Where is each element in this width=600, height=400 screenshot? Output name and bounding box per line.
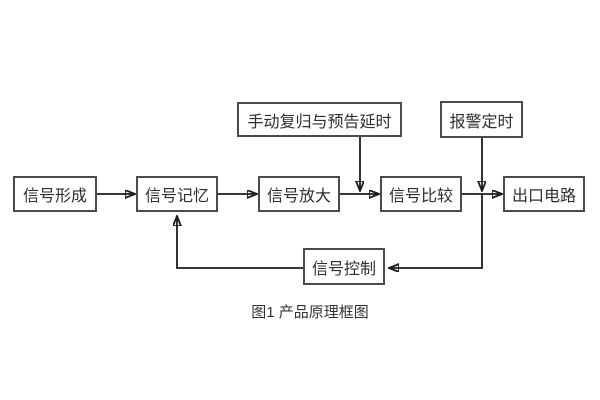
node-signal-control-label: 信号控制 bbox=[311, 260, 376, 278]
node-signal-formation-label: 信号形成 bbox=[22, 188, 87, 205]
node-output-circuit-label: 出口电路 bbox=[511, 188, 576, 205]
node-signal-comparison-label: 信号比较 bbox=[388, 188, 453, 205]
node-manual-reset-delay-label: 手动复归与预告延时 bbox=[247, 113, 392, 131]
node-signal-comparison: 信号比较 bbox=[380, 176, 462, 212]
node-signal-control: 信号控制 bbox=[303, 248, 385, 285]
edge-alarm-branch-to-control bbox=[390, 194, 483, 268]
node-signal-formation: 信号形成 bbox=[13, 176, 97, 212]
node-alarm-timing-label: 报警定时 bbox=[449, 113, 514, 131]
node-output-circuit: 出口电路 bbox=[503, 176, 585, 212]
node-signal-memory-label: 信号记忆 bbox=[144, 188, 209, 205]
node-signal-amplification: 信号放大 bbox=[258, 176, 340, 212]
figure-caption: 图1 产品原理框图 bbox=[251, 304, 369, 321]
node-alarm-timing: 报警定时 bbox=[440, 101, 523, 138]
node-signal-memory: 信号记忆 bbox=[136, 176, 218, 212]
edge-control-to-memory bbox=[177, 217, 303, 269]
node-signal-amplification-label: 信号放大 bbox=[266, 188, 331, 205]
node-manual-reset-delay: 手动复归与预告延时 bbox=[237, 102, 402, 137]
